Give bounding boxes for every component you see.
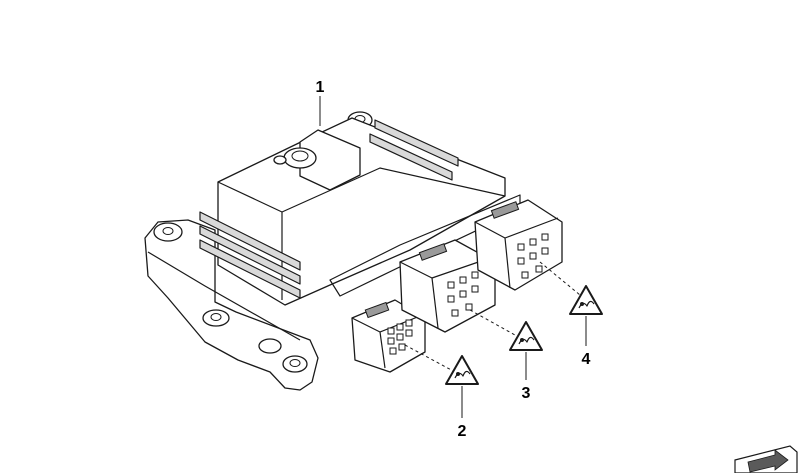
callout-3[interactable]: 3: [522, 385, 531, 402]
cooling-fin: [374, 119, 459, 167]
connector-warning-triangle-icon: [445, 355, 479, 385]
control-unit-drawing: [144, 111, 521, 391]
connector-warning-triangle-icon: [509, 321, 543, 351]
connector-2-pins: [387, 319, 413, 355]
cooling-fin: [199, 211, 301, 271]
next-page-arrow-icon[interactable]: [734, 445, 798, 473]
connector-2[interactable]: [351, 299, 426, 373]
callout-1[interactable]: 1: [316, 79, 325, 96]
connector-3-pins: [447, 271, 479, 317]
connector-4-pins: [517, 233, 549, 279]
connector-warning-triangle-icon: [569, 285, 603, 315]
callout-2[interactable]: 2: [458, 423, 467, 440]
cooling-fin: [199, 225, 301, 285]
cooling-fin: [369, 133, 453, 181]
cooling-fin: [199, 239, 301, 299]
callout-4[interactable]: 4: [582, 351, 591, 368]
mounting-lug: [258, 338, 282, 354]
connector-4[interactable]: [474, 199, 563, 291]
connector-3[interactable]: [399, 239, 496, 333]
